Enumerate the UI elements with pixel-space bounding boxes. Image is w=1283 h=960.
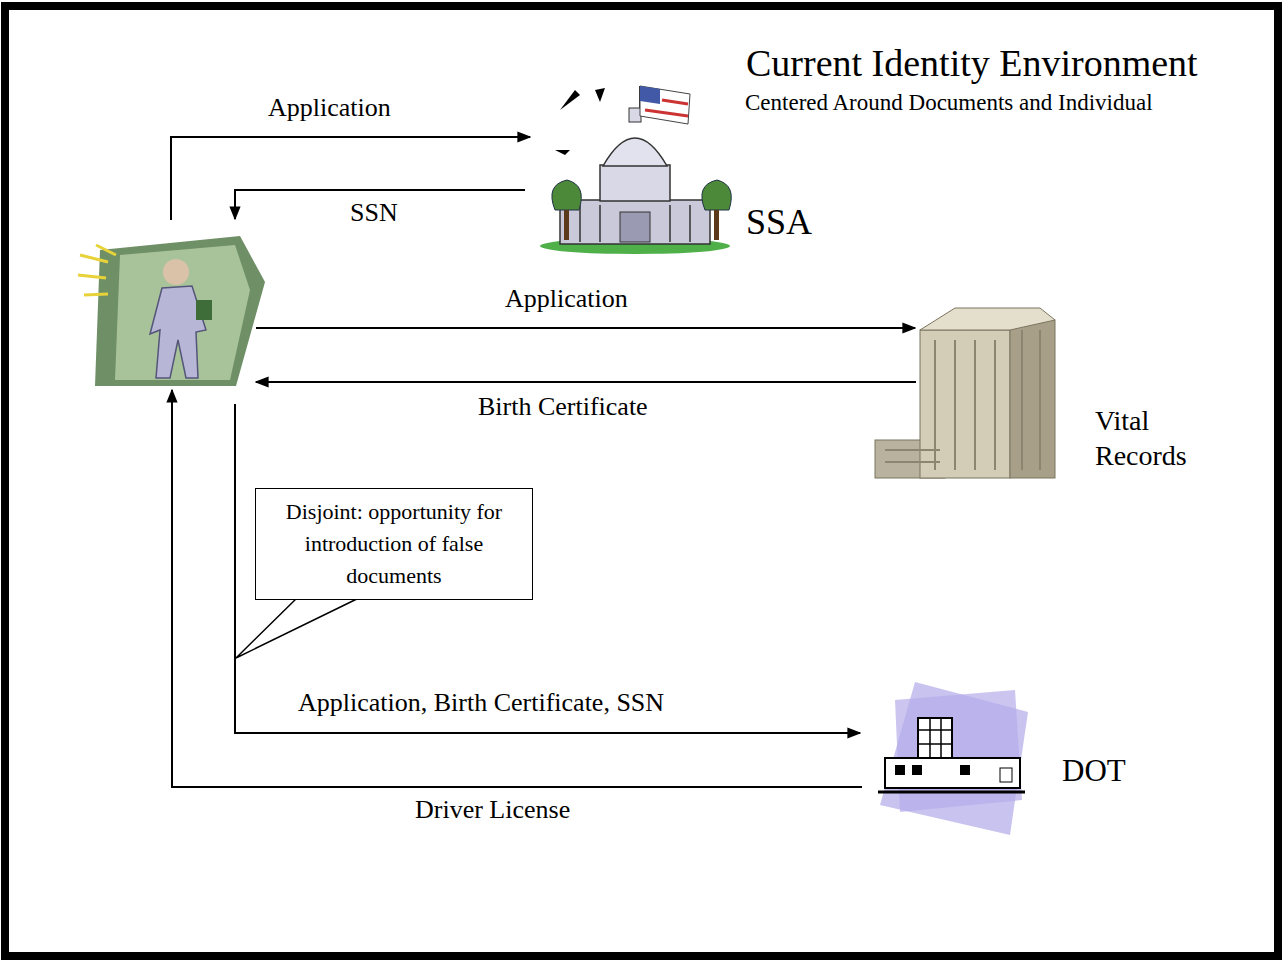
arrow-label: Driver License [415,795,570,825]
arrow-label: Application, Birth Certificate, SSN [298,688,664,718]
subtitle: Centered Around Documents and Individual [745,90,1153,116]
arrow-label: Application [268,93,391,123]
agency-name: Vital Records [1095,403,1235,473]
callout-box: Disjoint: opportunity for introduction o… [255,488,533,600]
arrow-label: Application [505,284,628,314]
agency-label: DOT [1062,752,1126,791]
callout-tail [236,595,365,658]
callout-text: Disjoint: opportunity for introduction o… [264,496,524,592]
arrow-label: SSN [350,198,398,228]
tower-icon [875,308,1055,478]
arrow-label: Birth Certificate [478,392,648,422]
frame [5,6,1278,956]
agency-label: Vital Records [1095,403,1235,473]
diagram-title: Current Identity Environment [746,42,1198,86]
callout-inner: Disjoint: opportunity for introduction o… [264,496,524,592]
capitol-icon [540,86,731,254]
agency-name: DOT [1062,752,1126,791]
flow-arrows [171,137,916,787]
dot-building-icon [878,682,1028,835]
agency-label: SSA [746,200,812,245]
agency-name: SSA [746,200,812,245]
person-icon [78,236,265,386]
